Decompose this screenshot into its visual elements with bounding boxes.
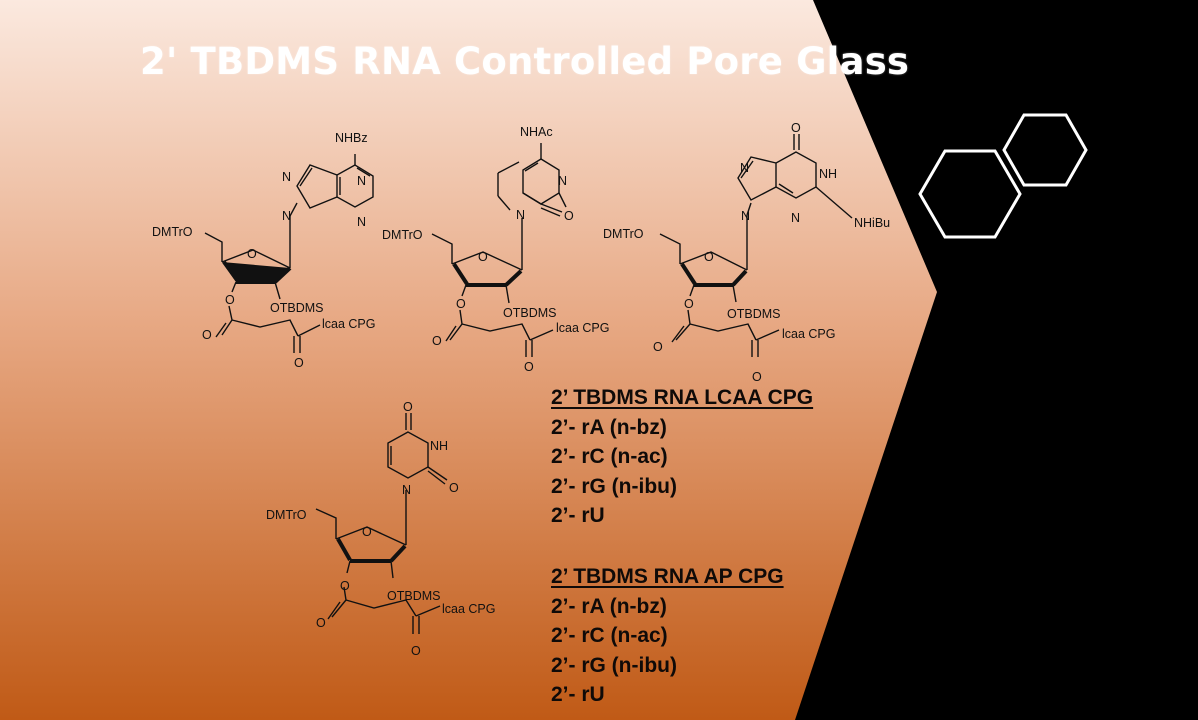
label-nhac: NHAc bbox=[520, 125, 553, 139]
label-lcaa-cpg: lcaa CPG bbox=[442, 602, 496, 616]
lcaa-product-list: 2’ TBDMS RNA LCAA CPG 2’- rA (n-bz) 2’- … bbox=[551, 383, 813, 531]
label-n: N bbox=[741, 209, 750, 223]
label-nh: NH bbox=[430, 439, 448, 453]
label-ring-o: O bbox=[362, 525, 372, 539]
label-n: N bbox=[282, 209, 291, 223]
label-otbdms: OTBDMS bbox=[727, 307, 780, 321]
label-n: N bbox=[402, 483, 411, 497]
ap-product-list: 2’ TBDMS RNA AP CPG 2’- rA (n-bz) 2’- rC… bbox=[551, 562, 784, 710]
label-dmtro: DMTrO bbox=[603, 227, 644, 241]
label-n: N bbox=[740, 161, 749, 175]
label-o: O bbox=[225, 293, 235, 307]
label-o: O bbox=[791, 121, 801, 135]
label-n: N bbox=[282, 170, 291, 184]
label-dmtro: DMTrO bbox=[152, 225, 193, 239]
structure-cytidine bbox=[431, 143, 567, 357]
labels-cytidine: NHAc N N O O DMTrO OTBDMS O O O lcaa CPG bbox=[382, 125, 610, 374]
label-otbdms: OTBDMS bbox=[387, 589, 440, 603]
label-dmtro: DMTrO bbox=[266, 508, 307, 522]
label-o: O bbox=[294, 356, 304, 370]
label-o: O bbox=[653, 340, 663, 354]
label-n: N bbox=[357, 174, 366, 188]
label-o: O bbox=[316, 616, 326, 630]
hexagon-icon bbox=[1002, 113, 1088, 187]
label-nh: NH bbox=[819, 167, 837, 181]
label-ring-o: O bbox=[704, 250, 714, 264]
labels-adenosine: NHBz N N N N O DMTrO OTBDMS O O O lcaa C… bbox=[152, 131, 376, 370]
lcaa-list-heading: 2’ TBDMS RNA LCAA CPG bbox=[551, 386, 814, 409]
label-o: O bbox=[411, 644, 421, 658]
list-item: 2’- rA (n-bz) bbox=[551, 415, 667, 439]
label-lcaa-cpg: lcaa CPG bbox=[782, 327, 836, 341]
label-o: O bbox=[340, 579, 350, 593]
structure-adenosine bbox=[204, 154, 374, 353]
label-o: O bbox=[432, 334, 442, 348]
hexagon-icon bbox=[918, 149, 1022, 239]
label-otbdms: OTBDMS bbox=[270, 301, 323, 315]
label-o: O bbox=[403, 400, 413, 414]
label-o: O bbox=[202, 328, 212, 342]
list-item: 2’- rG (n-ibu) bbox=[551, 653, 677, 677]
label-o: O bbox=[752, 370, 762, 384]
label-dmtro: DMTrO bbox=[382, 228, 423, 242]
label-otbdms: OTBDMS bbox=[503, 306, 556, 320]
list-item: 2’- rU bbox=[551, 504, 605, 528]
label-n: N bbox=[357, 215, 366, 229]
hexagon-decoration bbox=[918, 113, 1088, 239]
label-nhibu: NHiBu bbox=[854, 216, 890, 230]
gradient-chevron-panel bbox=[0, 0, 937, 720]
label-o: O bbox=[449, 481, 459, 495]
label-o: O bbox=[456, 297, 466, 311]
slide-title: 2' TBDMS RNA Controlled Pore Glass bbox=[140, 40, 910, 83]
list-item: 2’- rC (n-ac) bbox=[551, 624, 668, 648]
label-n: N bbox=[558, 174, 567, 188]
label-o: O bbox=[564, 209, 574, 223]
label-n: N bbox=[791, 211, 800, 225]
label-ring-o: O bbox=[247, 247, 257, 261]
list-item: 2’- rG (n-ibu) bbox=[551, 474, 677, 498]
list-item: 2’- rA (n-bz) bbox=[551, 594, 667, 618]
list-item: 2’- rU bbox=[551, 683, 605, 707]
label-lcaa-cpg: lcaa CPG bbox=[556, 321, 610, 335]
label-o: O bbox=[684, 297, 694, 311]
list-item: 2’- rC (n-ac) bbox=[551, 445, 668, 469]
structure-guanosine bbox=[659, 134, 853, 357]
ap-list-heading: 2’ TBDMS RNA AP CPG bbox=[551, 565, 784, 588]
structure-uridine bbox=[315, 413, 448, 634]
label-o: O bbox=[524, 360, 534, 374]
labels-uridine: O NH O N O DMTrO OTBDMS O O O lcaa CPG bbox=[266, 400, 496, 658]
label-lcaa-cpg: lcaa CPG bbox=[322, 317, 376, 331]
label-n: N bbox=[516, 208, 525, 222]
label-ring-o: O bbox=[478, 250, 488, 264]
label-nhbz: NHBz bbox=[335, 131, 368, 145]
labels-guanosine: O NH NHiBu N N N O DMTrO OTBDMS O O O lc… bbox=[603, 121, 890, 384]
